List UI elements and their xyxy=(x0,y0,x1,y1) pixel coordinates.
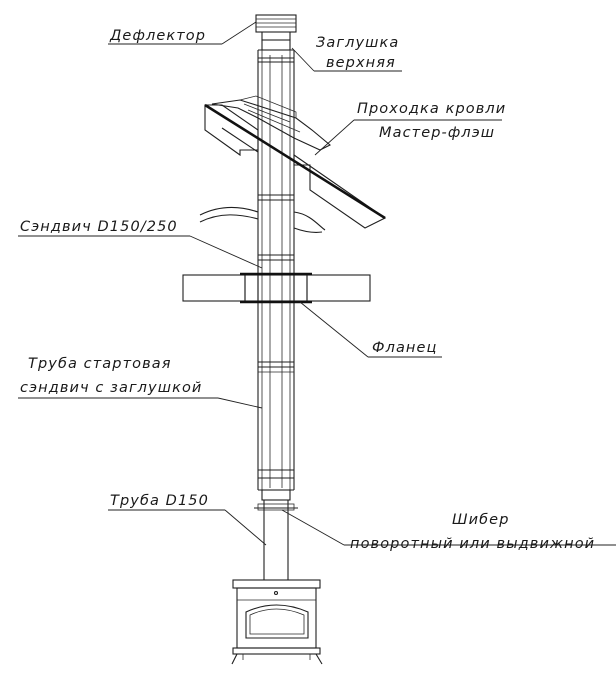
deflector-shape xyxy=(255,14,297,41)
leader-lines xyxy=(18,21,616,546)
label-damper-line2: поворотный или выдвижной xyxy=(350,536,595,552)
label-starter-line1: Труба стартовая xyxy=(28,356,172,372)
sandwich-pipe-shape xyxy=(257,50,295,491)
pipe-d150-shape xyxy=(254,489,298,580)
roof-shape xyxy=(204,103,387,229)
top-cap-shape xyxy=(258,39,294,51)
label-sandwich: Сэндвич D150/250 xyxy=(20,219,178,235)
ceiling-slab-shape xyxy=(182,274,371,302)
label-damper-line1: Шибер xyxy=(452,512,510,528)
flange-shape xyxy=(240,272,312,304)
label-deflector: Дефлектор xyxy=(109,28,206,44)
label-starter-line2: сэндвич с заглушкой xyxy=(20,380,202,396)
label-cap-top-line1: Заглушка xyxy=(316,35,399,51)
master-flash-shape xyxy=(211,95,331,151)
label-cap-top-line2: верхняя xyxy=(326,55,396,71)
label-roof-pass-line1: Проходка кровли xyxy=(357,101,506,117)
label-pipe: Труба D150 xyxy=(110,493,209,509)
stove-shape xyxy=(231,579,323,665)
break-line xyxy=(199,206,326,233)
label-flange: Фланец xyxy=(372,340,438,356)
label-roof-pass-line2: Мастер-флэш xyxy=(379,125,495,141)
